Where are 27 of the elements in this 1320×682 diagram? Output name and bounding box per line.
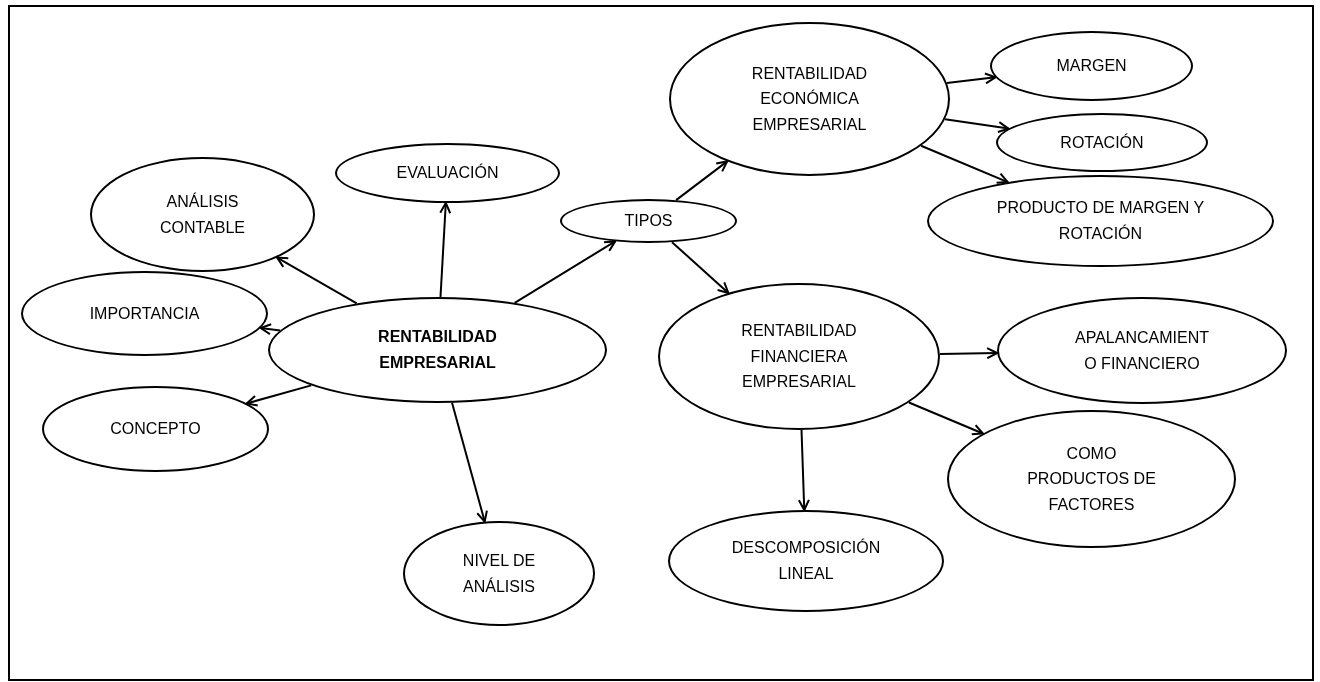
node-label: MARGEN <box>1056 56 1127 77</box>
node-label: ANÁLISIS CONTABLE <box>158 191 247 238</box>
node-label: EVALUACIÓN <box>396 162 499 184</box>
arrow <box>439 202 452 298</box>
node-label: CONCEPTO <box>110 419 201 440</box>
arrow <box>245 384 313 407</box>
arrow <box>671 241 730 294</box>
arrow <box>513 240 617 304</box>
node-label: NIVEL DE ANÁLISIS <box>461 550 537 597</box>
node-label: IMPORTANCIA <box>89 303 200 324</box>
arrow <box>276 256 358 305</box>
arrow <box>938 347 999 360</box>
arrow <box>675 160 729 202</box>
node-label: RENTABILIDAD FINANCIERA EMPRESARIAL <box>740 321 858 393</box>
node-label: COMO PRODUCTOS DE FACTORES <box>1026 443 1157 515</box>
node-label: ROTACIÓN <box>1060 132 1144 153</box>
node-label: RENTABILIDAD EMPRESARIAL <box>377 327 498 373</box>
arrow <box>451 401 488 523</box>
arrow <box>920 144 1009 184</box>
node-label: TIPOS <box>624 211 673 232</box>
arrow <box>907 401 984 436</box>
node-label: APALANCAMIENT O FINANCIERO <box>1074 327 1210 374</box>
arrow <box>797 429 810 511</box>
node-label: PRODUCTO DE MARGEN Y ROTACIÓN <box>995 198 1206 244</box>
arrow <box>259 323 282 336</box>
node-label: DESCOMPOSICIÓN LINEAL <box>730 537 882 584</box>
node-label: RENTABILIDAD ECONÓMICA EMPRESARIAL <box>750 63 869 135</box>
